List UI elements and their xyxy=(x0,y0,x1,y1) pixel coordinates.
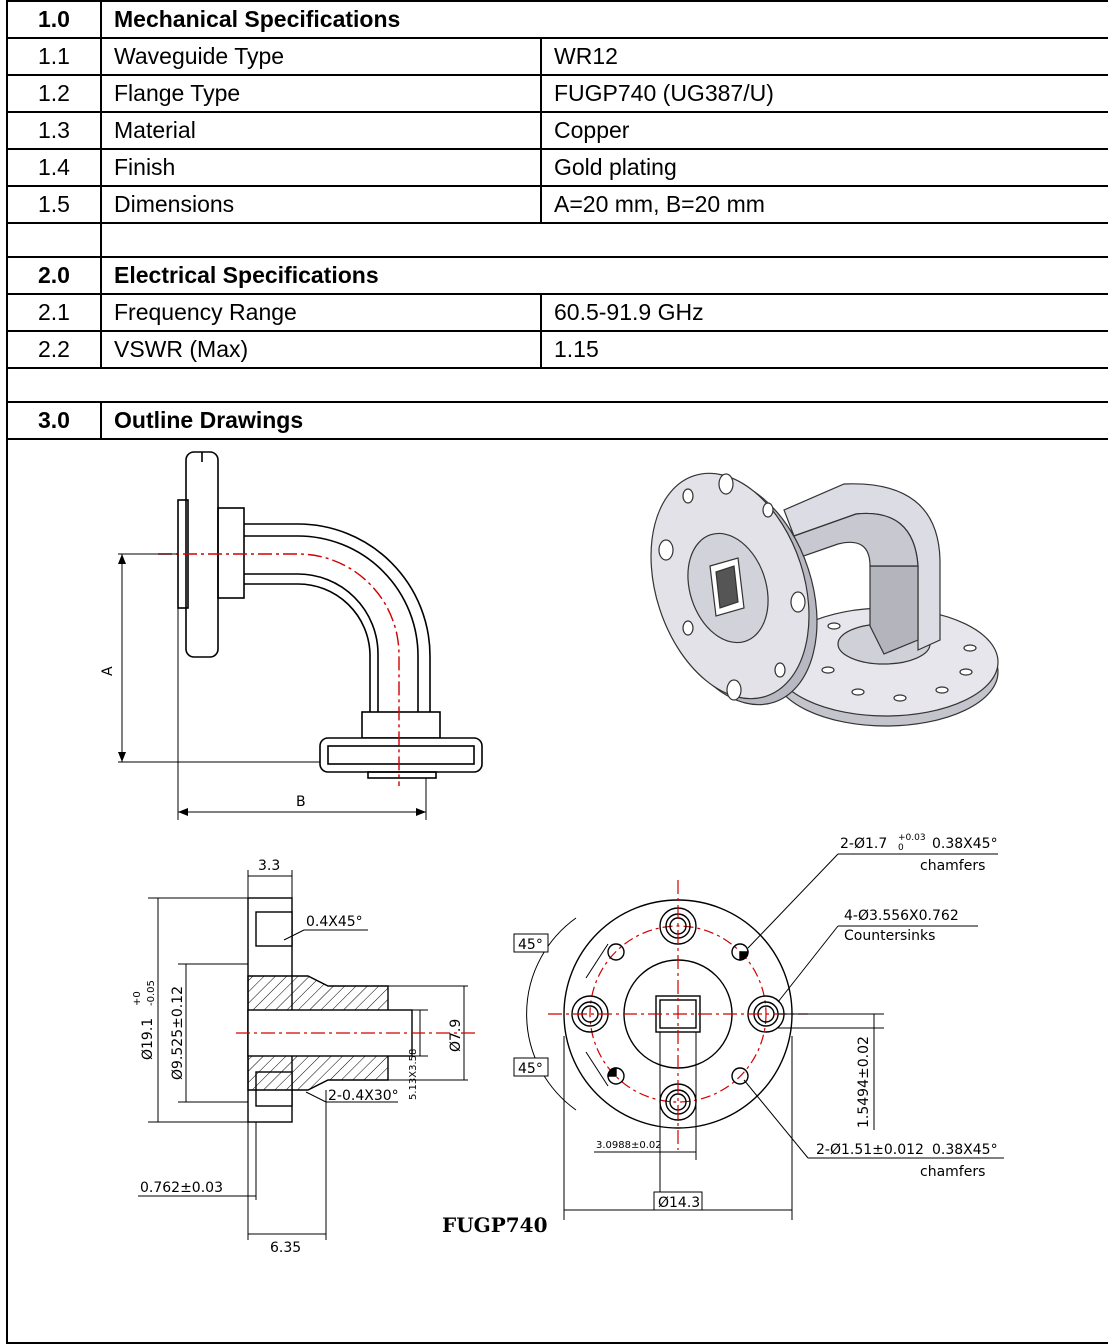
section-header: 2.0 Electrical Specifications xyxy=(6,256,1108,295)
angle-45-bottom: 45° xyxy=(518,1061,543,1077)
row-label: Frequency Range xyxy=(100,293,542,332)
section-header: 3.0 Outline Drawings xyxy=(6,401,1108,440)
outline-drawings: A B xyxy=(100,451,1004,1256)
row-label: Waveguide Type xyxy=(100,37,542,76)
row-number: 1.1 xyxy=(6,37,102,76)
dimension-b-label: B xyxy=(296,794,306,810)
section-title: Electrical Specifications xyxy=(99,256,1108,295)
dim-6-35: 6.35 xyxy=(270,1240,301,1256)
chamfer-2-label: 0.38X45° xyxy=(932,1142,998,1158)
flange-front-view xyxy=(526,853,1004,1220)
section-title: Outline Drawings xyxy=(99,401,1108,440)
row-label: Flange Type xyxy=(100,74,542,113)
blank-cell xyxy=(5,367,1108,403)
table-row: 1.1 Waveguide Type WR12 xyxy=(6,37,1108,76)
row-label: Material xyxy=(100,111,542,150)
table-row: 1.2 Flange Type FUGP740 (UG387/U) xyxy=(6,74,1108,113)
row-number: 1.2 xyxy=(6,74,102,113)
flange-name-label: FUGP740 xyxy=(442,1213,548,1237)
row-number: 1.3 xyxy=(6,111,102,150)
row-label: Dimensions xyxy=(100,185,542,224)
row-label: VSWR (Max) xyxy=(100,330,542,369)
countersink-label: 4-Ø3.556X0.762 xyxy=(844,908,959,924)
table-row: 1.5 Dimensions A=20 mm, B=20 mm xyxy=(6,185,1108,224)
dim-0-4x45: 0.4X45° xyxy=(306,914,363,930)
section-header: 1.0 Mechanical Specifications xyxy=(6,0,1108,39)
chamfers-1-label: chamfers xyxy=(920,858,985,874)
dim-14-3: Ø14.3 xyxy=(658,1195,700,1211)
dim-19-1: Ø19.1 xyxy=(140,1018,156,1060)
dim-19-1-tol-hi: +0 xyxy=(132,991,143,1006)
dim-9-525: Ø9.525±0.12 xyxy=(170,986,186,1080)
blank-cell xyxy=(6,222,102,258)
outline-drawings-cell: A B xyxy=(5,438,1108,1344)
table-row: 1.4 Finish Gold plating xyxy=(6,148,1108,187)
row-value: 60.5-91.9 GHz xyxy=(539,293,1108,332)
dim-0-762: 0.762±0.03 xyxy=(140,1180,223,1196)
dim-1-5494: 1.5494±0.02 xyxy=(856,1036,872,1128)
blank-row xyxy=(5,367,1108,403)
dim-14-3-box xyxy=(653,1191,703,1211)
table-row: 2.1 Frequency Range 60.5-91.9 GHz xyxy=(6,293,1108,332)
spec-table: 1.0 Mechanical Specifications 1.1 Wavegu… xyxy=(5,0,1108,1344)
row-value: Gold plating xyxy=(539,148,1108,187)
table-row: 2.2 VSWR (Max) 1.15 xyxy=(6,330,1108,369)
bend-side-view xyxy=(118,451,483,820)
dim-3-3: 3.3 xyxy=(258,858,280,874)
hole-1-7-tol-hi: +0.03 xyxy=(898,833,926,843)
section-title: Mechanical Specifications xyxy=(99,0,1108,39)
hole-1-51-label: 2-Ø1.51±0.012 xyxy=(816,1142,924,1158)
angle-box-top xyxy=(513,933,549,953)
row-value: 1.15 xyxy=(539,330,1108,369)
section-number: 3.0 xyxy=(6,401,102,440)
section-number: 2.0 xyxy=(6,256,102,295)
dim-19-1-tol-lo: -0.05 xyxy=(146,980,157,1006)
row-number: 2.1 xyxy=(6,293,102,332)
dim-7-9: Ø7.9 xyxy=(448,1019,464,1052)
hole-1-7-tol-lo: 0 xyxy=(898,843,904,853)
row-value: WR12 xyxy=(539,37,1108,76)
chamfer-1-label: 0.38X45° xyxy=(932,836,998,852)
drawings-row: A B xyxy=(5,438,1108,1344)
chamfers-2-label: chamfers xyxy=(920,1164,985,1180)
bend-3d-view xyxy=(650,472,999,727)
dimension-a-label: A xyxy=(100,666,116,676)
dim-2-0-4x30: 2-0.4X30° xyxy=(328,1088,399,1104)
row-value: A=20 mm, B=20 mm xyxy=(539,185,1108,224)
row-label: Finish xyxy=(100,148,542,187)
row-number: 1.5 xyxy=(6,185,102,224)
angle-box-bottom xyxy=(513,1057,549,1077)
flange-section-view xyxy=(138,870,478,1240)
row-value: FUGP740 (UG387/U) xyxy=(539,74,1108,113)
table-row: 1.3 Material Copper xyxy=(6,111,1108,150)
countersinks-label: Countersinks xyxy=(844,928,935,944)
blank-cell xyxy=(99,222,1108,258)
section-number: 1.0 xyxy=(6,0,102,39)
dim-5-13x3-58: 5.13X3.58 xyxy=(408,1049,419,1100)
blank-row xyxy=(6,222,1108,258)
dim-3-0988: 3.0988±0.02 xyxy=(596,1140,662,1151)
row-number: 2.2 xyxy=(6,330,102,369)
row-number: 1.4 xyxy=(6,148,102,187)
row-value: Copper xyxy=(539,111,1108,150)
angle-45-top: 45° xyxy=(518,937,543,953)
hole-1-7-label: 2-Ø1.7 xyxy=(840,836,887,852)
